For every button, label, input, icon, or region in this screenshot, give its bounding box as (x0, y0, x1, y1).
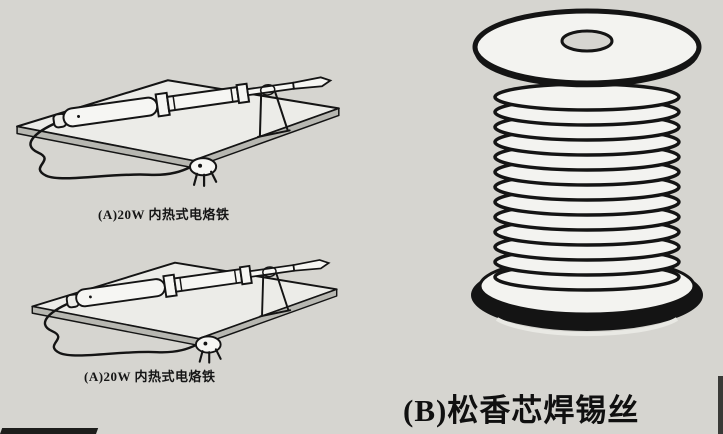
caption-iron-top: (A)20W 内热式电烙铁 (98, 207, 230, 222)
scan-artifact-bottom-right (718, 376, 723, 434)
scan-artifact-bottom-left (0, 428, 99, 434)
soldering-iron-illustration-top (2, 48, 374, 204)
soldering-iron-illustration-bottom (18, 232, 370, 380)
spool-wire-coil (493, 82, 681, 292)
solder-spool-illustration (471, 8, 703, 337)
caption-solder-spool: (B)松香芯焊锡丝 (403, 393, 640, 428)
spool-top-flange (472, 8, 702, 88)
spool-center-hole (560, 29, 614, 53)
caption-iron-bottom: (A)20W 内热式电烙铁 (84, 369, 216, 384)
